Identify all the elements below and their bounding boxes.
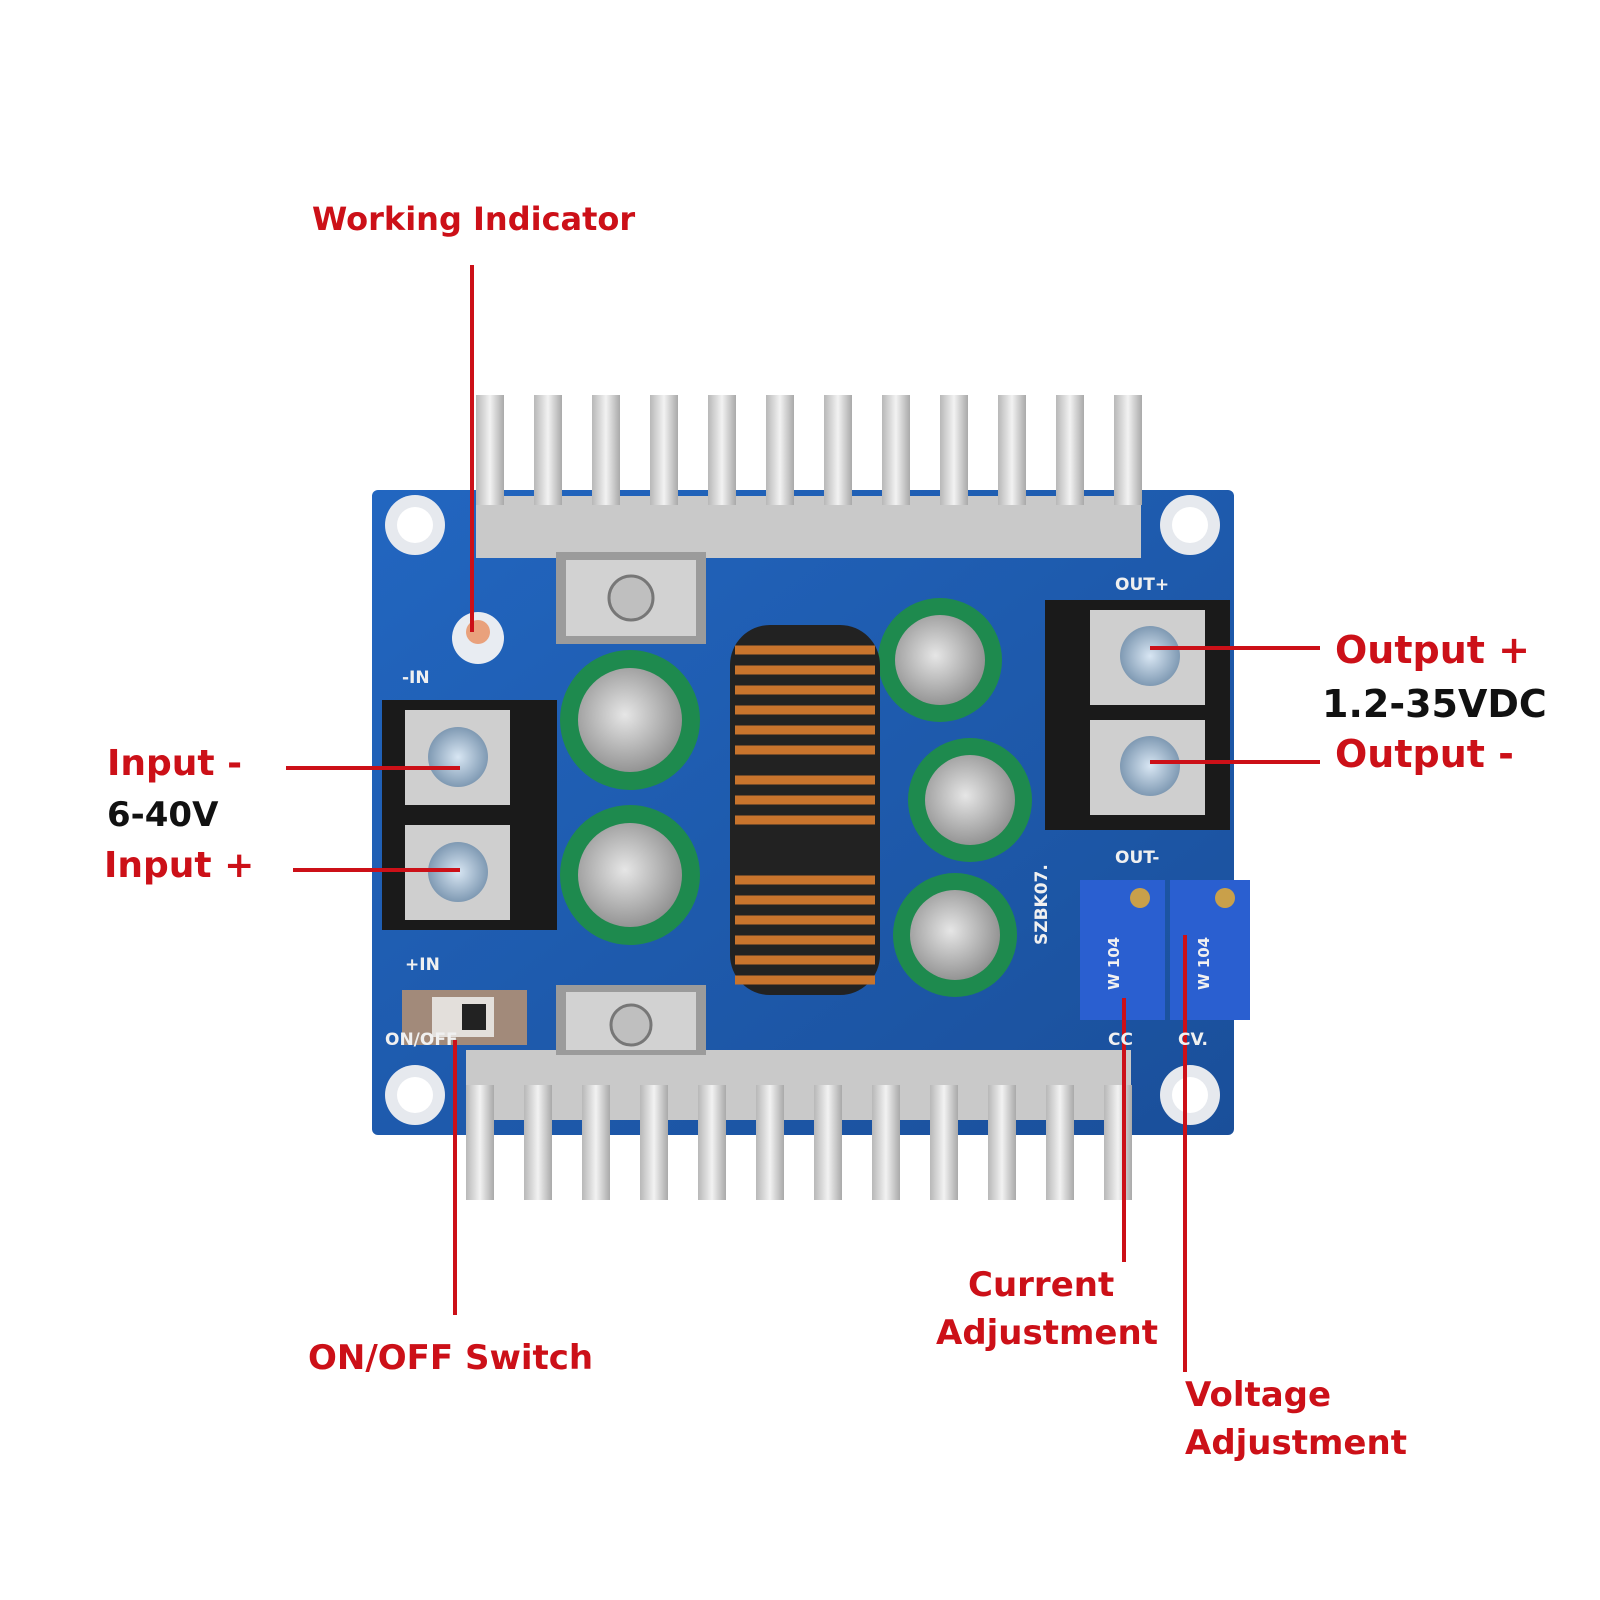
pcb-silk-in-minus: -IN [402,668,430,688]
label-output-plus: Output + [1335,628,1531,672]
label-input-plus: Input + [104,845,255,886]
led-icon [452,612,504,664]
pcb-silk-onoff: ON/OFF [385,1030,458,1050]
pot-code-cc: W 104 [1105,936,1123,990]
label-input-minus: Input - [107,743,243,784]
heatsink-bottom [466,985,1132,1200]
label-voltage-1: Voltage [1185,1375,1332,1415]
label-output-range: 1.2-35VDC [1322,682,1547,726]
label-output-minus: Output - [1335,732,1514,776]
label-voltage-2: Adjustment [1185,1423,1407,1463]
label-onoff-switch: ON/OFF Switch [308,1338,594,1378]
label-current-2: Adjustment [936,1313,1158,1353]
pcb-silk-cc: CC [1108,1030,1133,1050]
callout-lines [286,265,1320,1372]
label-working-indicator: Working Indicator [312,200,636,238]
pcb-silk-cv: CV. [1178,1030,1208,1050]
label-input-range: 6-40V [107,795,219,835]
screw-terminal-output [1045,600,1230,830]
screw-terminal-icon [382,700,557,930]
heatsink-top [476,395,1142,644]
slide-switch-icon [402,990,527,1045]
toroid-inductor-icon [730,625,880,995]
pcb-silk-out-minus: OUT- [1115,848,1160,868]
pot-code-cv: W 104 [1195,936,1213,990]
pcb-silk-model: SZBK07. [1032,864,1052,945]
pcb-silk-in-plus: +IN [405,955,440,975]
label-current-1: Current [968,1265,1115,1305]
pcb-silk-out-plus: OUT+ [1115,575,1170,595]
capacitor-icon [560,598,1032,997]
